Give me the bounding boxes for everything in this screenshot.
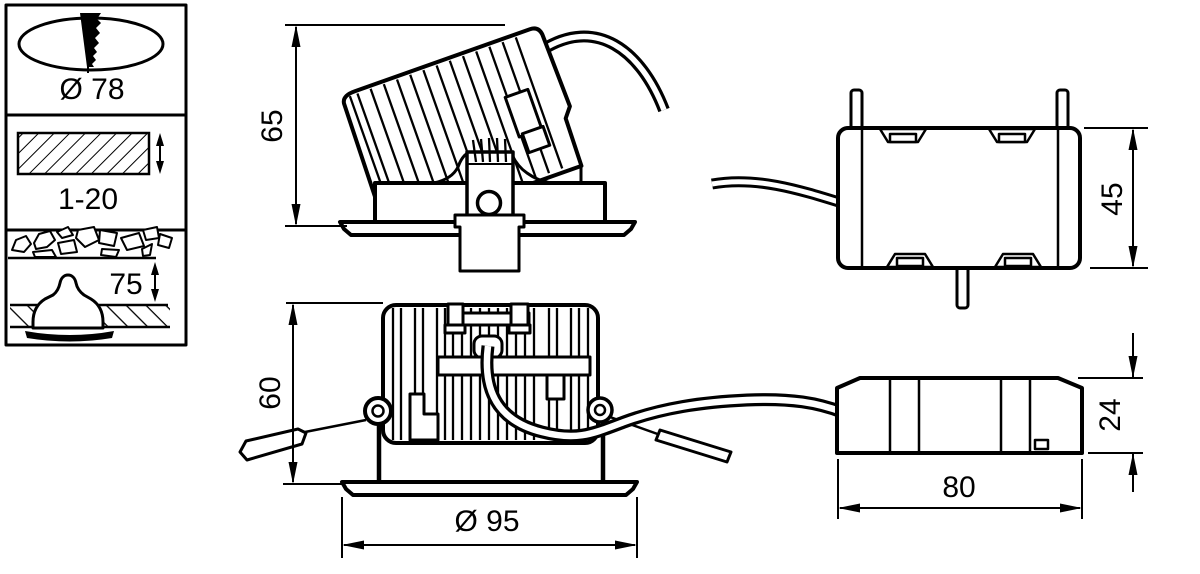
recess-depth-label: 75 [109, 268, 142, 301]
recess-depth-icon [8, 226, 173, 342]
driver-label-window [1033, 438, 1050, 451]
height-60-label: 60 [254, 376, 287, 409]
torsion-spring-right [586, 396, 733, 464]
spotlight-side-view: 65 [256, 24, 670, 273]
pin-bottom [955, 263, 970, 310]
driver-top-view: 45 [711, 88, 1148, 310]
wire-strands [471, 137, 508, 163]
clamp-screw-hole [475, 189, 503, 217]
lamp-trim-bar [25, 331, 114, 342]
ceiling-thickness-icon [16, 131, 164, 176]
cutout-diameter-label: Ø 78 [59, 73, 124, 106]
legend-panel: Ø 78 1-20 [4, 3, 188, 347]
mid-strap [436, 355, 592, 377]
spring-blade-left [238, 427, 308, 462]
dimension-80: 80 [837, 459, 1083, 519]
spring-blade-right [654, 428, 733, 464]
interconnect-cable-core [483, 345, 844, 440]
diameter-95-label: Ø 95 [454, 505, 519, 538]
saddle-left [433, 151, 469, 185]
foot-bracket [408, 392, 440, 442]
dimension-45: 45 [1084, 127, 1148, 269]
driver-wires-core [711, 179, 843, 206]
ceiling-thickness-label: 1-20 [58, 183, 118, 216]
trim-flange-front [340, 480, 639, 497]
saddle-right [510, 154, 552, 185]
spotlight-front-view: 60 Ø 95 [238, 302, 845, 558]
driver-box-top [836, 126, 1082, 270]
torsion-spring-left [238, 396, 393, 462]
dimension-60: 60 [254, 302, 383, 485]
driver-box-side [835, 376, 1084, 455]
length-80-label: 80 [942, 471, 975, 504]
driver-side-view: 24 80 [835, 333, 1143, 519]
pin-top-right [1055, 88, 1070, 132]
pin-top-left [849, 88, 864, 132]
mains-cable-core [540, 33, 667, 111]
recessed-lamp-profile [31, 273, 105, 330]
rubble-stones [11, 226, 173, 258]
dimension-diameter-95: Ø 95 [341, 497, 638, 558]
dimension-65: 65 [256, 24, 505, 227]
clamp-tab [453, 213, 526, 273]
dimension-24: 24 [1078, 333, 1143, 492]
height-65-label: 65 [256, 109, 289, 142]
height-24-label: 24 [1094, 398, 1127, 431]
cutout-hole-icon [17, 13, 165, 73]
height-45-label: 45 [1096, 182, 1129, 215]
tilt-latch-step [520, 124, 552, 155]
driver-clips [878, 127, 1043, 269]
